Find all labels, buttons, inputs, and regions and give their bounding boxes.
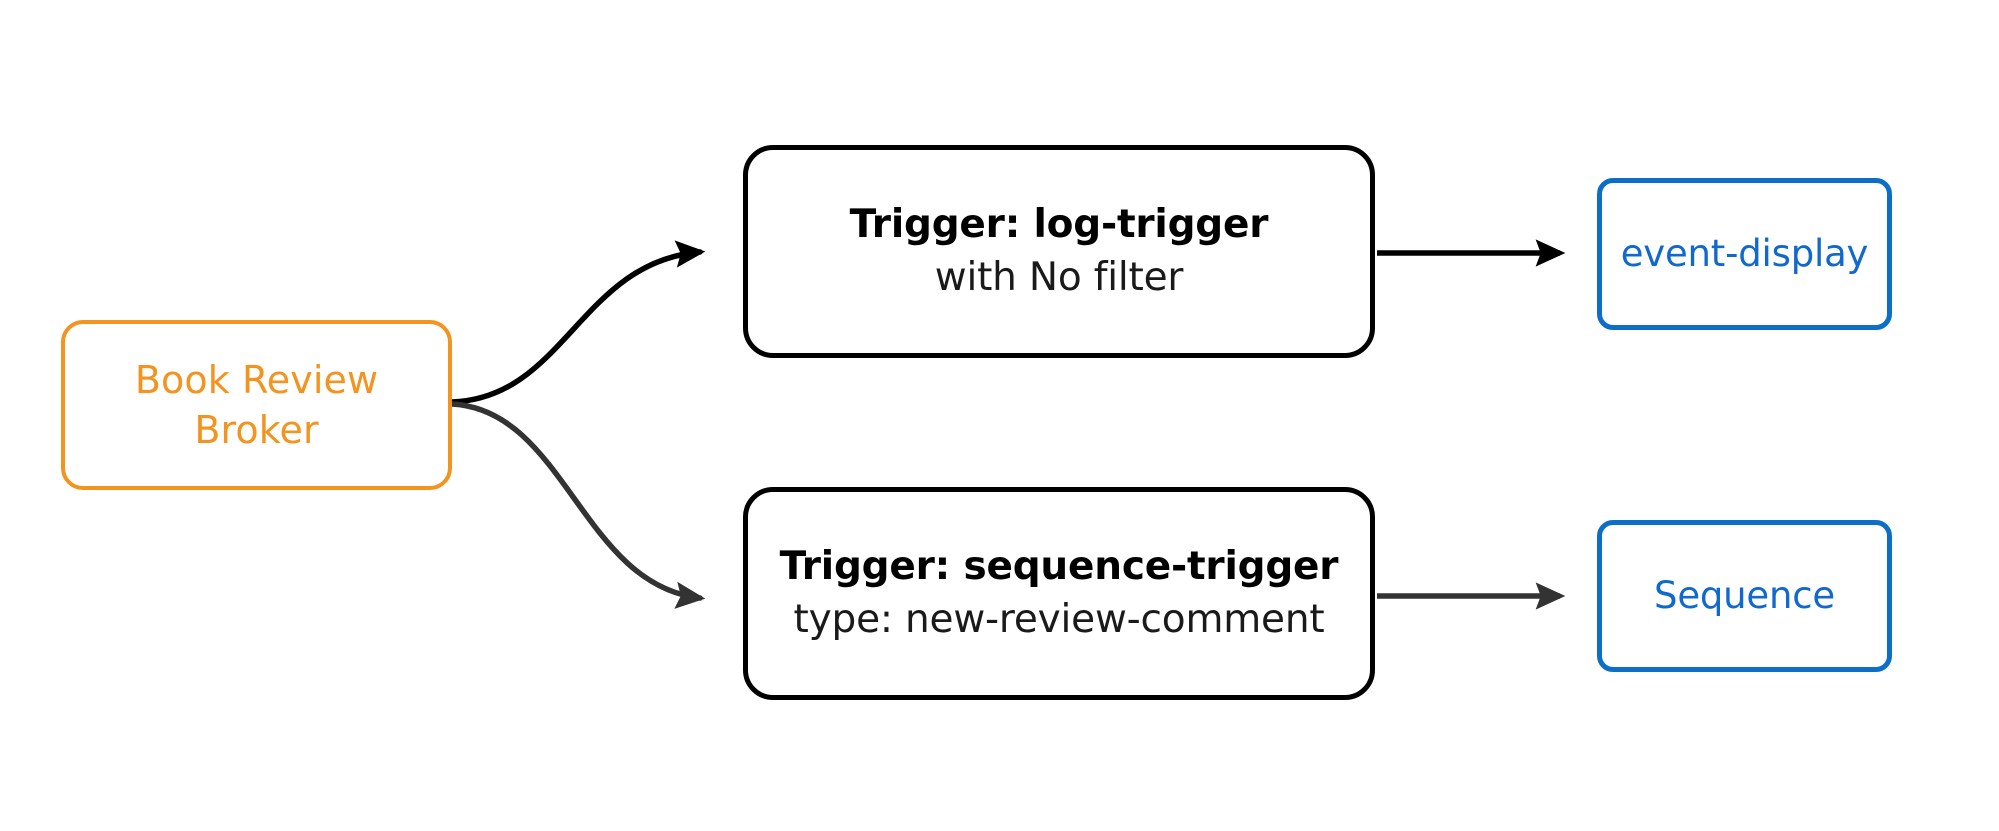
node-event-display[interactable]: event-display xyxy=(1597,178,1892,330)
event-display-label: event-display xyxy=(1620,232,1869,275)
trigger-log-subtitle: with No filter xyxy=(934,254,1184,300)
node-trigger-sequence-trigger[interactable]: Trigger: sequence-trigger type: new-revi… xyxy=(743,487,1375,700)
edge-broker-to-log-trigger xyxy=(449,240,706,405)
edge-broker-to-sequence-trigger xyxy=(449,401,706,609)
node-sequence[interactable]: Sequence xyxy=(1597,520,1892,672)
trigger-sequence-title: Trigger: sequence-trigger xyxy=(779,543,1339,589)
node-trigger-log-trigger[interactable]: Trigger: log-trigger with No filter xyxy=(743,145,1375,358)
broker-label-line-2: Broker xyxy=(194,408,319,452)
sequence-label: Sequence xyxy=(1654,574,1835,617)
trigger-log-title: Trigger: log-trigger xyxy=(849,201,1269,247)
broker-label-line-1: Book Review xyxy=(134,358,379,402)
trigger-sequence-subtitle: type: new-review-comment xyxy=(793,596,1325,642)
node-book-review-broker[interactable]: Book Review Broker xyxy=(61,320,452,490)
